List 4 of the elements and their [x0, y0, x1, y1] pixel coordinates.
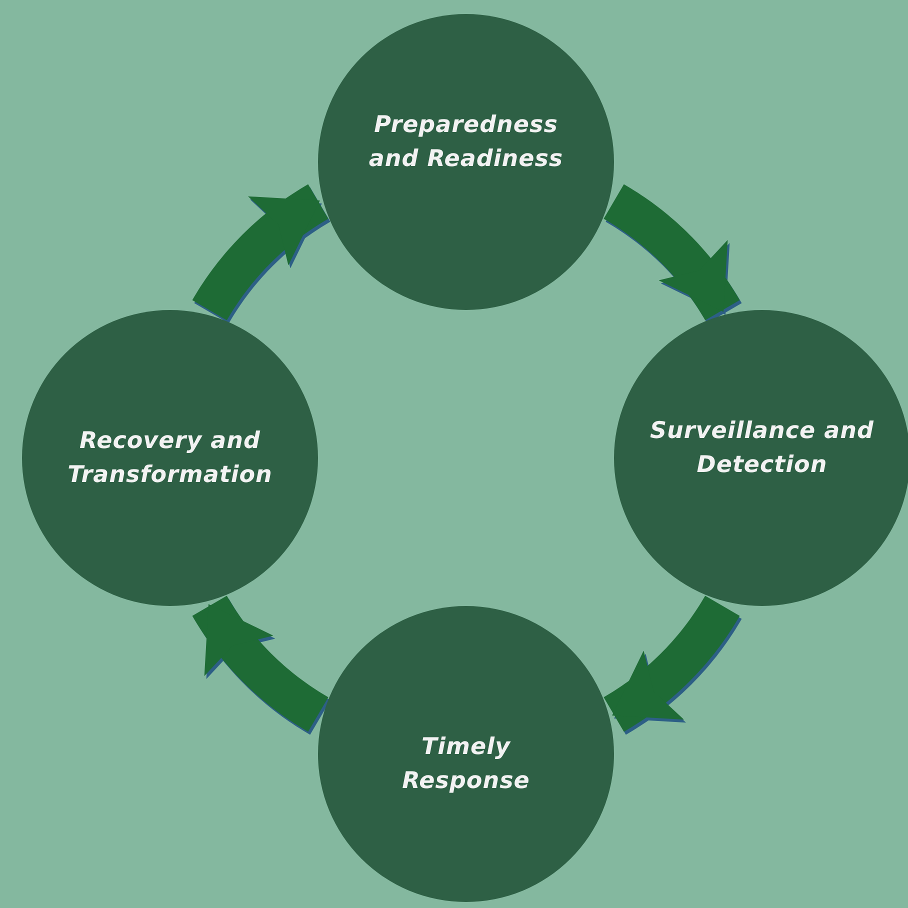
stage-label: Recovery and Transformation — [66, 427, 274, 490]
stage-label: Timely Response — [401, 733, 531, 796]
stage-label: Surveillance and Detection — [648, 417, 876, 480]
stage-label: Preparedness and Readiness — [368, 111, 564, 174]
